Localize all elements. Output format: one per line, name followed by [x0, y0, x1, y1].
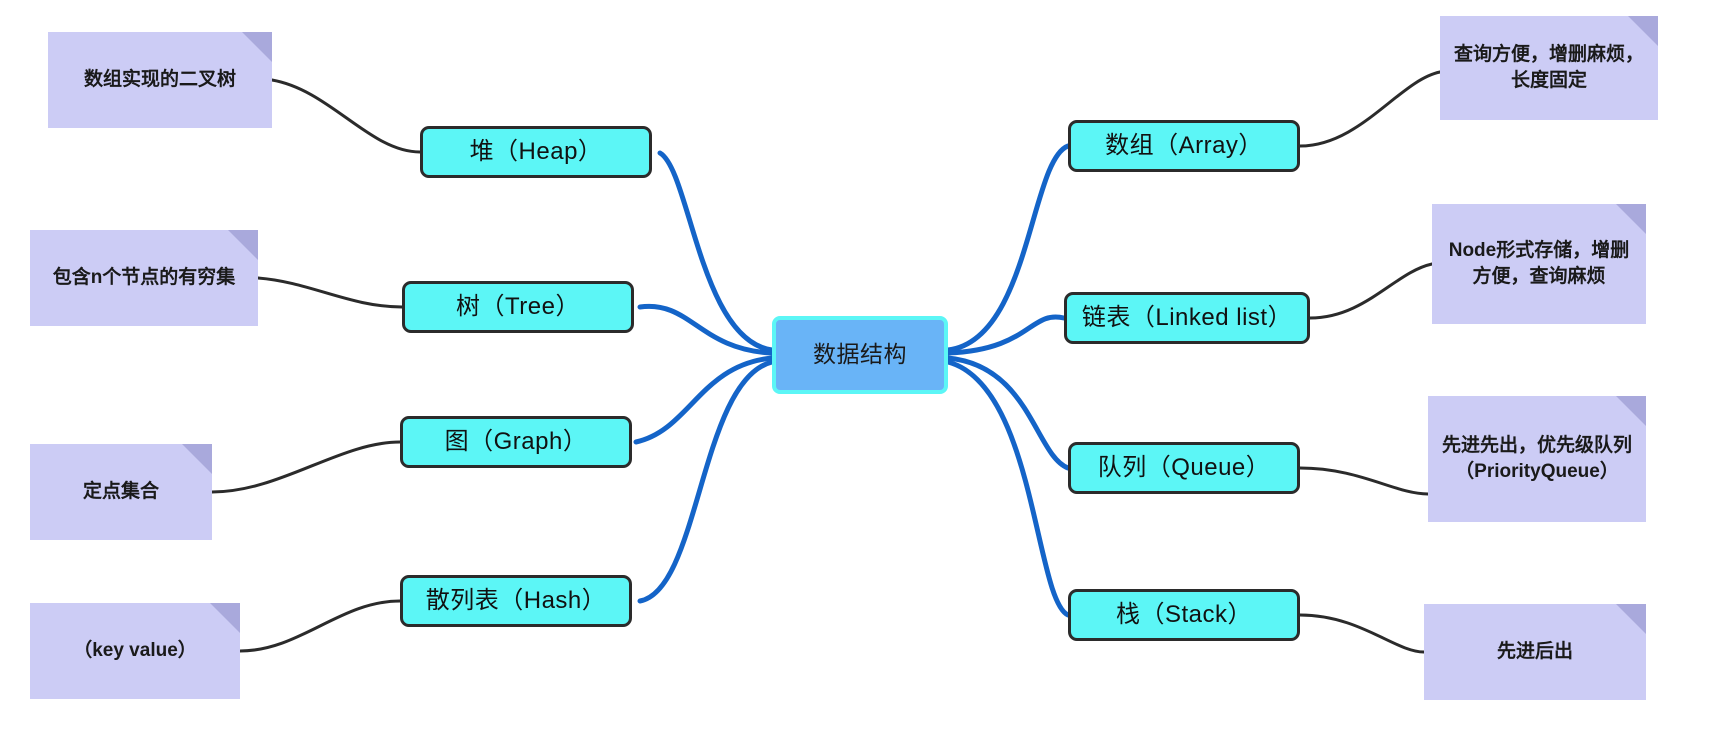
node-heap[interactable]: 堆（Heap）: [420, 126, 652, 178]
note-fold-icon: [242, 32, 272, 62]
node-graph[interactable]: 图（Graph）: [400, 416, 632, 468]
edge-heap-to-note: [270, 78, 422, 154]
note-stack[interactable]: 先进后出: [1424, 604, 1646, 700]
note-tree[interactable]: 包含n个节点的有穷集: [30, 230, 258, 326]
node-queue[interactable]: 队列（Queue）: [1068, 442, 1300, 494]
note-linked-list[interactable]: Node形式存储，增删方便，查询麻烦: [1432, 204, 1646, 324]
note-fold-icon: [182, 444, 212, 474]
note-fold-icon: [1616, 396, 1646, 426]
edge-central-to-hash: [637, 359, 775, 604]
edge-central-to-linkedlist: [945, 314, 1067, 356]
node-linked-list[interactable]: 链表（Linked list）: [1064, 292, 1310, 344]
note-hash[interactable]: （key value）: [30, 603, 240, 699]
note-text: 查询方便，增删麻烦，长度固定: [1453, 44, 1644, 91]
note-queue[interactable]: 先进先出，优先级队列（PriorityQueue）: [1428, 396, 1646, 522]
edge-linkedlist-to-note: [1308, 262, 1434, 320]
edge-central-to-stack: [945, 359, 1071, 618]
note-text: 定点集合: [82, 481, 159, 503]
edge-central-to-heap: [657, 150, 775, 353]
edge-array-to-note: [1298, 70, 1442, 148]
edge-queue-to-note: [1298, 466, 1430, 496]
edge-central-to-graph: [633, 355, 775, 445]
node-stack[interactable]: 栈（Stack）: [1068, 589, 1300, 641]
note-text: 包含n个节点的有穷集: [52, 267, 236, 289]
note-fold-icon: [1616, 604, 1646, 634]
edge-stack-to-note: [1298, 613, 1426, 654]
note-text: 先进后出: [1496, 641, 1573, 663]
edge-graph-to-note: [210, 440, 402, 494]
note-fold-icon: [1616, 204, 1646, 234]
note-array[interactable]: 查询方便，增删麻烦，长度固定: [1440, 16, 1658, 120]
note-text: 先进先出，优先级队列（PriorityQueue）: [1441, 435, 1632, 482]
note-text: Node形式存储，增删方便，查询麻烦: [1448, 240, 1630, 287]
edge-central-to-queue: [945, 355, 1071, 471]
note-fold-icon: [210, 603, 240, 633]
note-text: （key value）: [73, 640, 197, 662]
edge-tree-to-note: [256, 276, 404, 309]
node-array[interactable]: 数组（Array）: [1068, 120, 1300, 172]
edge-central-to-tree: [637, 303, 775, 356]
edge-central-to-array: [945, 143, 1071, 353]
note-text: 数组实现的二叉树: [83, 69, 236, 91]
node-tree[interactable]: 树（Tree）: [402, 281, 634, 333]
edge-hash-to-note: [238, 599, 402, 653]
note-heap[interactable]: 数组实现的二叉树: [48, 32, 272, 128]
node-hash[interactable]: 散列表（Hash）: [400, 575, 632, 627]
note-fold-icon: [1628, 16, 1658, 46]
note-fold-icon: [228, 230, 258, 260]
central-node[interactable]: 数据结构: [772, 316, 948, 394]
note-graph[interactable]: 定点集合: [30, 444, 212, 540]
